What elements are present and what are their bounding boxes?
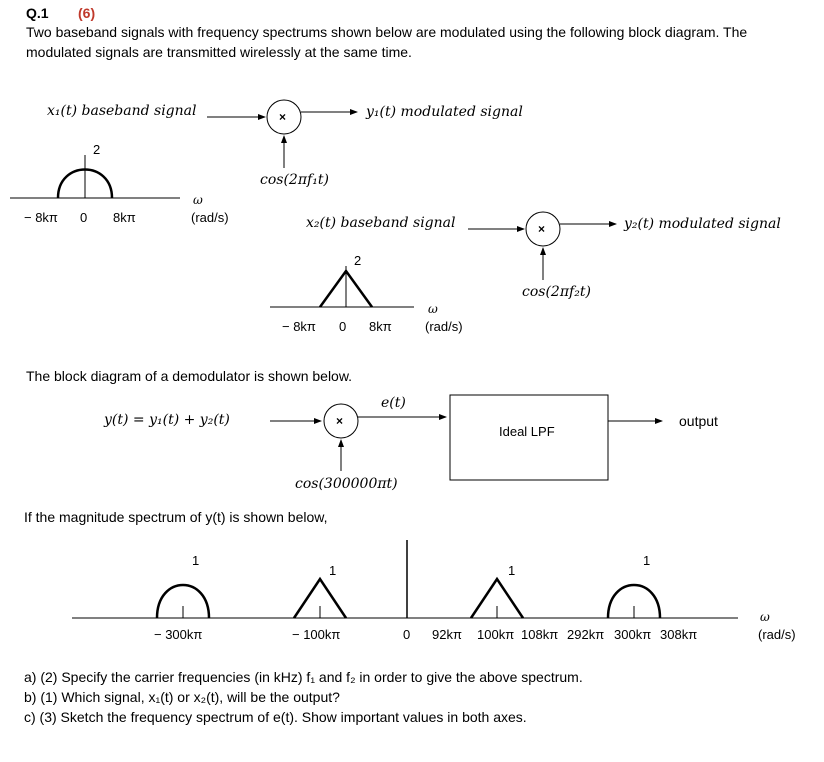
modulator-2-diagram — [468, 211, 617, 280]
y-tick-neg100: − 100kπ — [292, 627, 341, 642]
y-tick-108: 108kπ — [521, 627, 559, 642]
mod1-spectrum — [10, 155, 180, 199]
mod1-output-label: y₁(t) modulated signal — [366, 104, 523, 120]
y-tick-292: 292kπ — [567, 627, 605, 642]
mod1-tick-zero: 0 — [80, 210, 88, 225]
mod2-spectrum-shape — [318, 268, 374, 308]
y-tick-308: 308kπ — [660, 627, 698, 642]
demodulator-diagram — [270, 394, 663, 481]
mod2-tick-pos: 8kπ — [369, 319, 392, 334]
demod-multiplier — [323, 403, 359, 439]
mod2-spectrum — [270, 266, 414, 308]
demod-node-label: e(t) — [381, 395, 406, 411]
mod1-input-label: x₁(t) baseband signal — [47, 103, 197, 119]
modulator-1-diagram — [207, 99, 358, 168]
mod2-axis-symbol: ω — [428, 302, 438, 316]
peak-label-3: 1 — [508, 563, 516, 578]
intro-line-1: Two baseband signals with frequency spec… — [26, 24, 748, 40]
y-tick-zero: 0 — [403, 627, 411, 642]
lpf-box — [449, 394, 609, 481]
peak-label-2: 1 — [329, 563, 337, 578]
spectrum-axis-unit: (rad/s) — [758, 627, 796, 642]
mod1-multiplier — [266, 99, 302, 135]
demod-input-label: y(t) = y₁(t) + y₂(t) — [104, 412, 230, 428]
mod2-tick-neg: − 8kπ — [282, 319, 316, 334]
mod1-tick-neg: − 8kπ — [24, 210, 58, 225]
y-tick-100: 100kπ — [477, 627, 515, 642]
y-tick-neg300: − 300kπ — [154, 627, 203, 642]
peak-label-4: 1 — [643, 553, 651, 568]
peak-label-1: 1 — [192, 553, 200, 568]
mod2-carrier-label: cos(2πf₂t) — [522, 284, 591, 300]
mod1-axis-unit: (rad/s) — [191, 210, 229, 225]
spectrum-axis-symbol: ω — [760, 610, 770, 624]
demod-carrier-label: cos(300000πt) — [295, 476, 398, 492]
mod2-tick-zero: 0 — [339, 319, 347, 334]
demod-output-label: output — [679, 413, 718, 429]
question-c: c) (3) Sketch the frequency spectrum of … — [24, 709, 527, 725]
mod2-multiplier — [525, 211, 561, 247]
mod1-axis-symbol: ω — [193, 193, 203, 207]
y-tick-92: 92kπ — [432, 627, 462, 642]
spectrum-intro: If the magnitude spectrum of y(t) is sho… — [24, 509, 328, 525]
peak-neg300-shape — [155, 583, 211, 619]
mod2-output-label: y₂(t) modulated signal — [624, 216, 781, 232]
mod2-multiplier-symbol: × — [538, 222, 546, 236]
mod1-carrier-label: cos(2πf₁t) — [260, 172, 329, 188]
mod1-multiplier-symbol: × — [279, 110, 287, 124]
mod1-peak-label: 2 — [93, 142, 101, 157]
intro-line-2: modulated signals are transmitted wirele… — [26, 44, 412, 60]
lpf-label: Ideal LPF — [499, 424, 555, 439]
question-b: b) (1) Which signal, x₁(t) or x₂(t), wil… — [24, 689, 340, 705]
peak-pos300-shape — [606, 583, 662, 619]
demod-multiplier-symbol: × — [336, 414, 344, 428]
question-a: a) (2) Specify the carrier frequencies (… — [24, 669, 583, 685]
mod2-axis-unit: (rad/s) — [425, 319, 463, 334]
question-number: Q.1 — [26, 5, 49, 21]
peak-pos100-shape — [469, 576, 525, 619]
mod1-spectrum-shape — [56, 168, 114, 199]
demod-intro: The block diagram of a demodulator is sh… — [26, 368, 353, 384]
y-tick-300: 300kπ — [614, 627, 652, 642]
peak-neg100-shape — [292, 576, 348, 619]
mod2-input-label: x₂(t) baseband signal — [306, 215, 456, 231]
y-spectrum — [72, 540, 738, 619]
mod2-peak-label: 2 — [354, 253, 362, 268]
mod1-tick-pos: 8kπ — [113, 210, 136, 225]
question-marks: (6) — [78, 5, 96, 21]
